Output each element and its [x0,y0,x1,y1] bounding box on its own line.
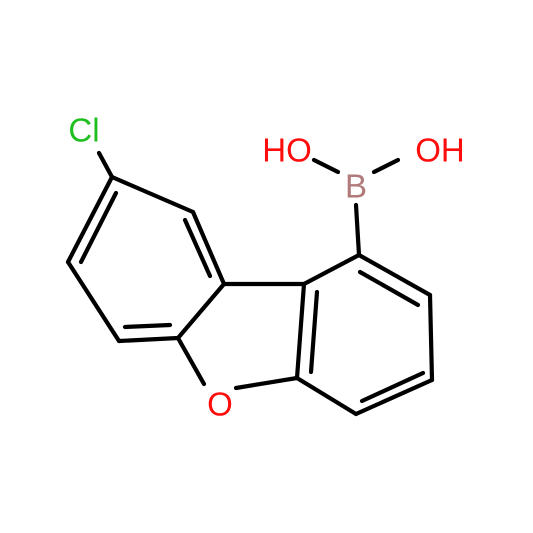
bond-c6-c7-inner [359,370,426,404]
bond-c3-c3a [116,335,181,344]
bond-layer [65,150,435,417]
bond-c5a-c6 [294,375,359,417]
hydroxyl-left-label: HO [262,132,312,169]
bond-c3a-o [175,335,207,387]
bond-c1-cl [96,150,115,180]
bond-c4a-c5 [190,209,227,287]
bond-o-c5a [233,375,300,391]
bond-c9-c9b [301,252,362,287]
bond-c5-c1 [109,174,196,215]
bond-c6-c7 [353,377,435,417]
bond-c1-c2 [65,174,115,265]
bond-c8-c9-inner [357,269,421,308]
bond-c9b-c5a-inner [308,289,320,375]
atom-label-layer: Cl O B HO OH [68,112,464,423]
bond-c9-b [353,202,362,258]
hydroxyl-right-label: OH [415,132,465,169]
bond-b-oh-right [371,157,401,175]
bond-b-oh-left [311,157,341,175]
bond-c7-c8 [427,292,435,383]
bond-c3-c3a-inner [122,322,173,330]
bond-c3a-c4a [175,281,227,341]
bond-c4a-c5-inner [182,217,213,279]
bond-c9b-c5a [294,281,307,381]
bond-c1-c2-inner [78,190,119,265]
boron-label: B [345,168,367,205]
chlorine-label: Cl [68,112,99,149]
bond-c8-c9 [356,252,433,298]
ring-oxygen-label: O [207,386,233,423]
bond-c2-c3 [65,259,122,344]
